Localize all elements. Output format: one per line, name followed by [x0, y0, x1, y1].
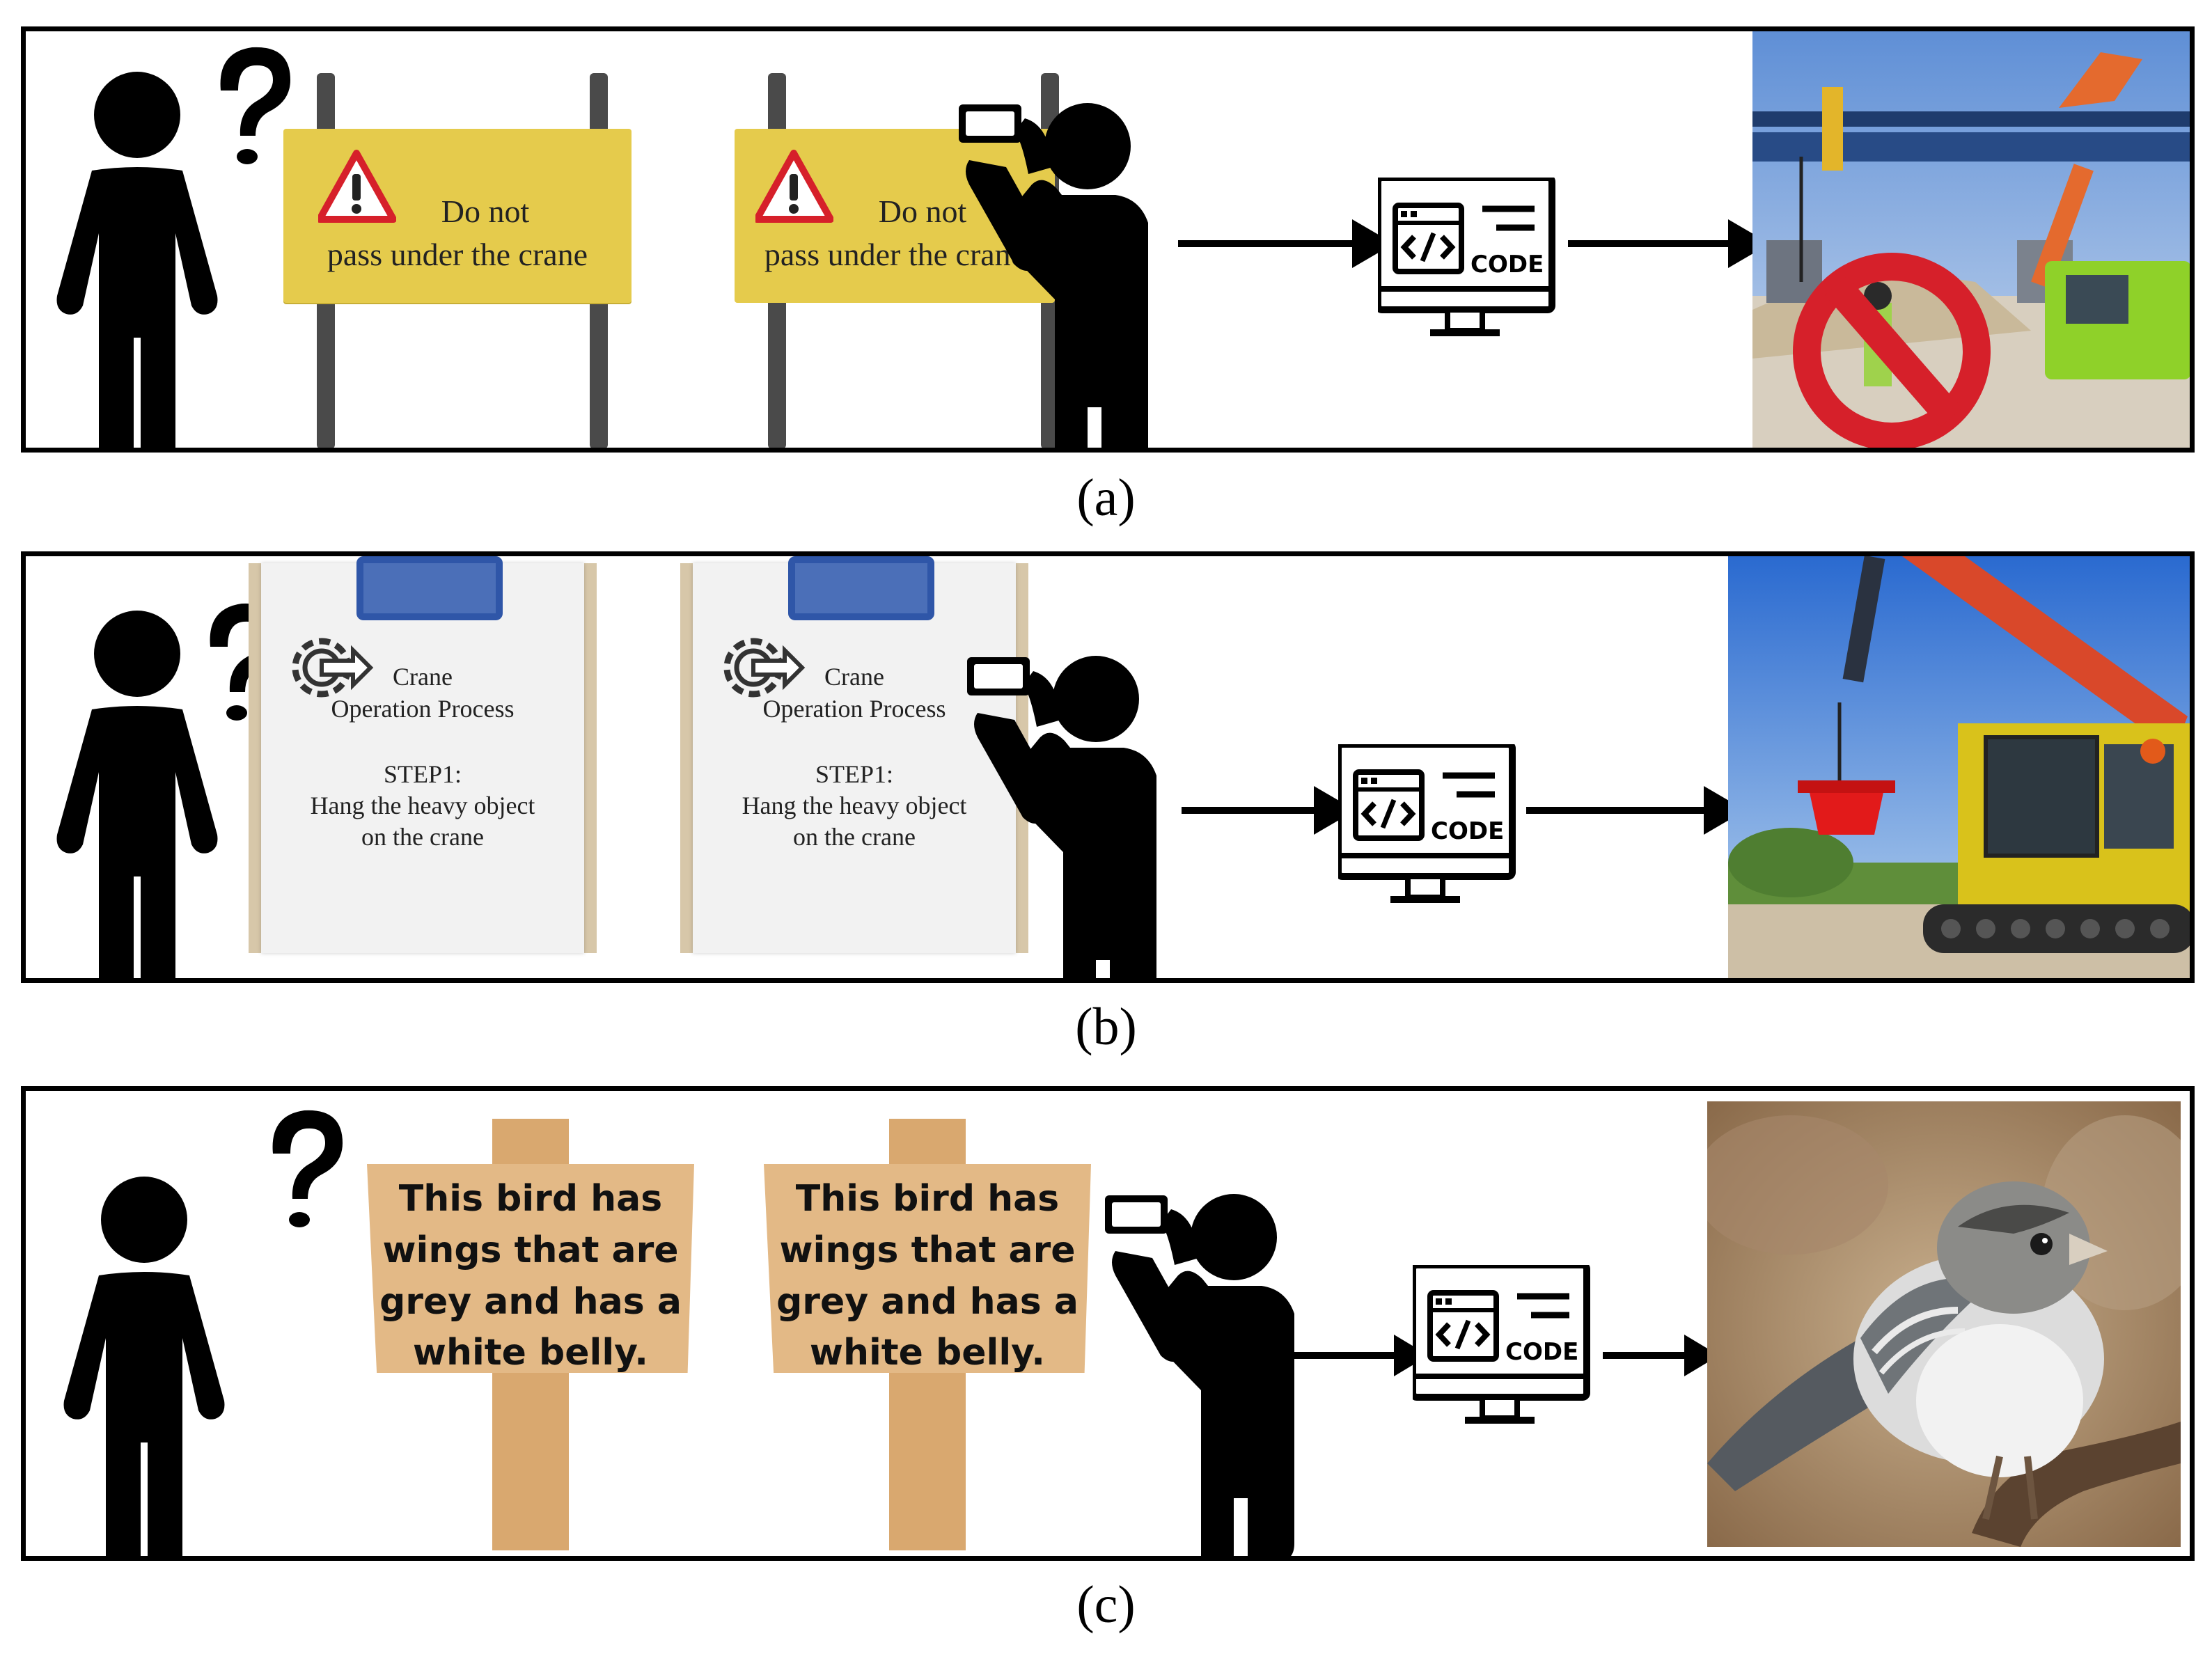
wood-line-1: This bird has — [795, 1178, 1060, 1220]
panel-b: ? Crane Operation Process STEP1: Hang th… — [21, 551, 2195, 983]
sign-line-1: Do not — [441, 194, 530, 229]
person-confused-icon — [56, 72, 218, 448]
warning-triangle-icon — [318, 150, 396, 225]
arrow-to-image — [1568, 240, 1732, 247]
wooden-sign-left: This bird has wings that are grey and ha… — [353, 1119, 715, 1556]
wood-line-4: white belly. — [412, 1332, 649, 1374]
person-photographing-icon — [1105, 1194, 1294, 1556]
warning-triangle-icon — [755, 150, 833, 225]
doc-title-line-1: Crane — [393, 663, 453, 691]
sign-board — [367, 1164, 694, 1373]
caption-c: (c) — [1076, 1575, 1136, 1634]
caption-a: (a) — [1076, 469, 1136, 527]
doc-body-line-2: on the crane — [793, 823, 916, 851]
panel-c: ? This bird has wings that are grey and … — [21, 1086, 2195, 1561]
wood-line-3: grey and has a — [379, 1281, 682, 1323]
warning-sign-left: Do not pass under the crane — [283, 73, 632, 448]
sign-line-1: Do not — [878, 194, 967, 229]
wooden-sign-right: This bird has wings that are grey and ha… — [750, 1119, 1112, 1556]
arrow-to-code — [1178, 240, 1356, 247]
arrow-to-code — [1292, 1352, 1399, 1359]
caption-b: (b) — [1075, 998, 1137, 1056]
clipboard-document-right: Crane Operation Process STEP1: Hang the … — [680, 556, 1028, 953]
doc-title-line-2: Operation Process — [331, 695, 515, 723]
doc-body-line-1: Hang the heavy object — [742, 792, 967, 819]
code-label: CODE — [1431, 817, 1505, 845]
sign-line-2: pass under the crane — [764, 237, 1026, 272]
wood-line-4: white belly. — [809, 1332, 1046, 1374]
question-mark-icon: ? — [266, 1105, 350, 1230]
code-label: CODE — [1505, 1338, 1579, 1366]
panel-a: ? Do not pass under the crane Do not pas… — [21, 26, 2195, 453]
generated-crane-prohibited-image — [1752, 31, 2190, 448]
person-photographing-icon — [967, 656, 1156, 978]
generated-bird-image — [1707, 1101, 2181, 1547]
wood-line-1: This bird has — [398, 1178, 663, 1220]
person-confused-icon — [56, 611, 218, 978]
generated-crane-lifting-image — [1728, 556, 2190, 978]
arrow-to-image — [1603, 1352, 1690, 1359]
doc-step: STEP1: — [815, 760, 894, 788]
doc-title-line-1: Crane — [824, 663, 884, 691]
wood-line-3: grey and has a — [776, 1281, 1078, 1323]
sign-board — [764, 1164, 1091, 1373]
person-confused-icon — [63, 1177, 225, 1556]
clipboard-clip — [356, 556, 503, 620]
doc-step: STEP1: — [383, 760, 462, 788]
clipboard-clip — [788, 556, 934, 620]
code-label: CODE — [1470, 251, 1544, 278]
arrow-to-code — [1182, 807, 1317, 814]
wood-line-2: wings that are — [382, 1229, 679, 1271]
person-photographing-icon — [959, 103, 1148, 448]
wood-line-2: wings that are — [779, 1229, 1076, 1271]
doc-title-line-2: Operation Process — [762, 695, 946, 723]
doc-body-line-2: on the crane — [361, 823, 484, 851]
sign-line-2: pass under the crane — [327, 237, 588, 272]
doc-body-line-1: Hang the heavy object — [310, 792, 535, 819]
arrow-to-image — [1526, 807, 1707, 814]
clipboard-document-left: Crane Operation Process STEP1: Hang the … — [249, 556, 597, 953]
